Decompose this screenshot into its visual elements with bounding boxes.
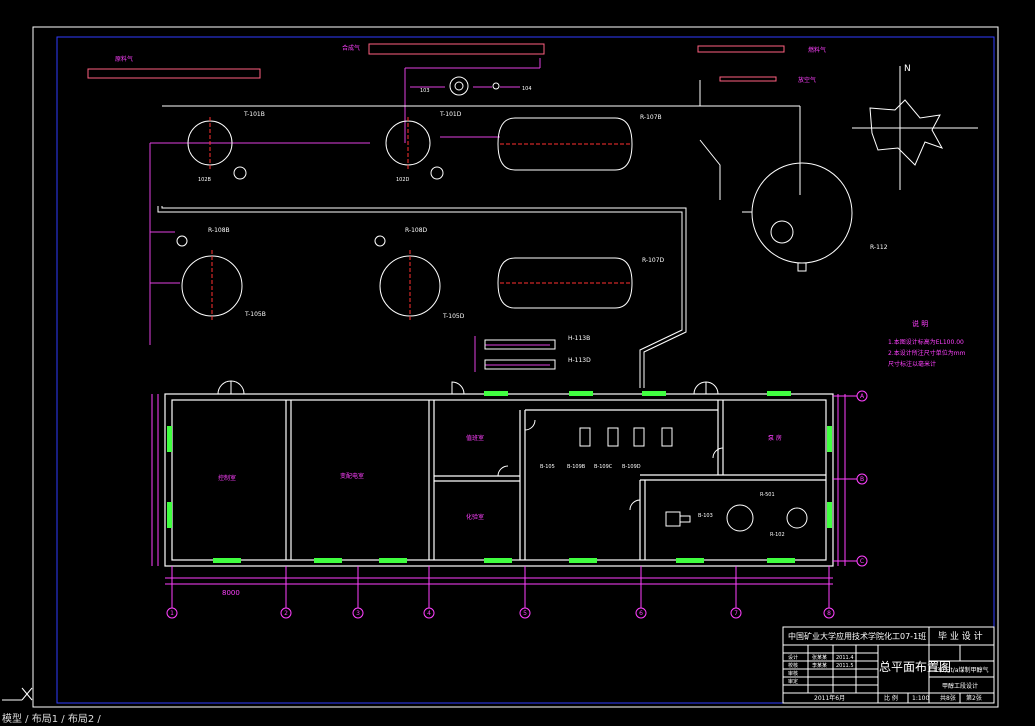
compressor-103 xyxy=(449,76,500,96)
ucs-icon xyxy=(2,687,33,701)
dimension-lines xyxy=(151,394,846,585)
title-sheet-no: 第2张 xyxy=(966,694,982,702)
svg-text:审核: 审核 xyxy=(788,670,798,677)
tower-t105b xyxy=(176,235,243,322)
tag-b109d: B-109D xyxy=(622,464,641,470)
title-scale: 1:100 xyxy=(912,695,929,702)
tag-102b: 102B xyxy=(198,177,212,183)
tag-t101d: T-101D xyxy=(439,111,462,118)
title-sheet-total: 共8张 xyxy=(940,694,956,702)
doors xyxy=(217,380,724,511)
title-stage: 毕 业 设 计 xyxy=(938,630,983,642)
exchanger-h113b xyxy=(484,339,556,370)
title-rows: 设计 张某某 2011.4 校核 李某某 2011.5 审核 审定 xyxy=(788,654,854,685)
main-pipe xyxy=(157,80,801,388)
tag-h113d: H-113D xyxy=(568,357,591,364)
title-scale-label: 比 例 xyxy=(884,694,898,702)
pipe-label-3: 燃料气 xyxy=(808,46,826,54)
notes-line-2: 2.本设计所注尺寸单位为mm xyxy=(888,349,966,357)
tower-t101b xyxy=(187,117,247,180)
svg-text:校核: 校核 xyxy=(788,662,798,669)
building-walls xyxy=(164,393,834,567)
svg-text:1: 1 xyxy=(170,610,174,617)
room-label-4: 化验室 xyxy=(466,513,484,521)
tower-t101d xyxy=(385,117,444,180)
tag-r102: R-102 xyxy=(770,532,785,538)
pump-equipment xyxy=(579,427,808,532)
title-drawing: 总平面布置图 xyxy=(879,660,951,674)
pipe-label-2: 合成气 xyxy=(342,44,360,52)
svg-text:4: 4 xyxy=(427,610,431,617)
pipe-racks xyxy=(87,43,785,82)
svg-text:审定: 审定 xyxy=(788,678,798,685)
svg-text:李某某: 李某某 xyxy=(812,662,827,669)
svg-text:A: A xyxy=(860,393,865,400)
sphere-tank-r112 xyxy=(742,162,853,272)
tag-h113b: H-113B xyxy=(568,335,590,342)
svg-text:C: C xyxy=(860,558,864,565)
tag-r108b: R-108B xyxy=(208,227,230,234)
tag-r108d: R-108D xyxy=(405,227,428,234)
svg-text:2011.4: 2011.4 xyxy=(836,655,854,661)
tag-b109c: B-109C xyxy=(594,464,613,470)
room-label-2: 变配电室 xyxy=(340,472,364,480)
title-subproject: 甲醇工段设计 xyxy=(942,682,978,690)
axis-labels-bottom: 1 2 3 4 5 6 7 8 xyxy=(170,610,831,617)
north-arrow-icon xyxy=(852,66,978,190)
title-block xyxy=(782,626,995,704)
axis-bubbles-bottom xyxy=(166,566,835,619)
drum-r107d xyxy=(497,257,633,309)
tag-r107b: R-107B xyxy=(640,114,662,121)
svg-text:2011.5: 2011.5 xyxy=(836,663,854,669)
title-project: 130万t/a煤制甲醇气 xyxy=(933,666,989,674)
title-organization: 中国矿业大学应用技术学院化工07-1班 xyxy=(788,631,926,641)
svg-text:设计: 设计 xyxy=(788,654,798,661)
pipe-label-4: 放空气 xyxy=(798,76,816,84)
tag-104: 104 xyxy=(522,86,532,92)
tag-t105b: T-105B xyxy=(244,311,266,318)
svg-text:B: B xyxy=(860,476,864,483)
dimension-label: 8000 xyxy=(222,589,240,597)
svg-text:张某某: 张某某 xyxy=(812,654,827,661)
tag-r107d: R-107D xyxy=(642,257,665,264)
room-label-3: 值班室 xyxy=(466,434,484,442)
axis-bubbles-right xyxy=(833,390,868,567)
inner-frame xyxy=(56,36,995,704)
pipe-network xyxy=(149,58,550,372)
room-label-5: 泵 房 xyxy=(768,434,782,442)
drawing-frame xyxy=(32,26,999,708)
tag-t101b: T-101B xyxy=(243,111,265,118)
title-date: 2011年6月 xyxy=(814,694,845,702)
svg-text:2: 2 xyxy=(284,610,288,617)
tag-t105d: T-105D xyxy=(442,313,465,320)
tag-r501: R-501 xyxy=(760,492,775,498)
tower-t105d xyxy=(374,235,441,322)
notes-line-3: 尺寸标注以毫米计 xyxy=(888,360,936,368)
room-label-1: 控制室 xyxy=(218,474,236,482)
drum-r107b xyxy=(497,117,633,171)
tag-b103: B-103 xyxy=(698,513,713,519)
tag-103: 103 xyxy=(420,88,430,94)
notes-line-1: 1.本图设计标高为EL100.00 xyxy=(888,338,964,346)
pipe-label-1: 原料气 xyxy=(115,55,133,63)
windows xyxy=(167,391,832,563)
tag-b109b: B-109B xyxy=(567,464,586,470)
north-label: N xyxy=(904,64,911,74)
layout-tabs-label[interactable]: 模型 / 布局1 / 布局2 / xyxy=(2,714,101,725)
svg-text:3: 3 xyxy=(356,610,360,617)
svg-text:6: 6 xyxy=(639,610,643,617)
tag-r112: R-112 xyxy=(870,244,888,251)
axis-labels-right: A B C xyxy=(860,393,865,565)
svg-text:5: 5 xyxy=(523,610,527,617)
notes-title: 说 明 xyxy=(912,319,928,328)
layout-tabs[interactable]: 模型 / 布局1 / 布局2 / xyxy=(0,714,1035,726)
svg-text:7: 7 xyxy=(734,610,738,617)
tag-b105: B-105 xyxy=(540,464,555,470)
tag-102d: 102D xyxy=(396,177,410,183)
svg-text:8: 8 xyxy=(827,610,831,617)
